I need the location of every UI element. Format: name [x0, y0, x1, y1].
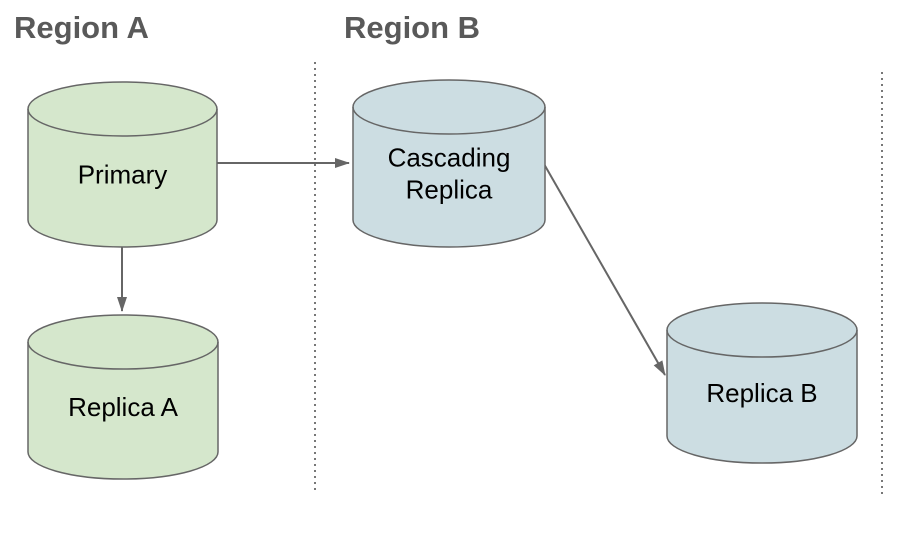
db-cylinder-primary[interactable]: Primary: [27, 81, 218, 248]
cylinder-top-rim: [352, 106, 546, 135]
cylinder-top-rim: [666, 329, 858, 358]
cylinder-body: [27, 314, 219, 480]
node-label-primary: Primary: [78, 160, 168, 190]
cylinder-body: [666, 302, 858, 464]
db-cylinder-replica-a[interactable]: Replica A: [27, 314, 219, 480]
node-label-replica-a: Replica A: [68, 392, 178, 422]
cylinder-body: [27, 81, 218, 248]
region-b-header: Region B: [344, 10, 481, 45]
cylinder-top-rim: [27, 108, 218, 137]
db-cylinder-replica-b[interactable]: Replica B: [666, 302, 858, 464]
cylinder-body: [352, 79, 546, 248]
node-label-replica-b: Replica B: [706, 378, 817, 408]
region-a-header: Region A: [14, 10, 149, 45]
replication-arrow-cascading-replica-to-replica-b: [543, 163, 666, 376]
cylinder-top-rim: [27, 341, 219, 370]
